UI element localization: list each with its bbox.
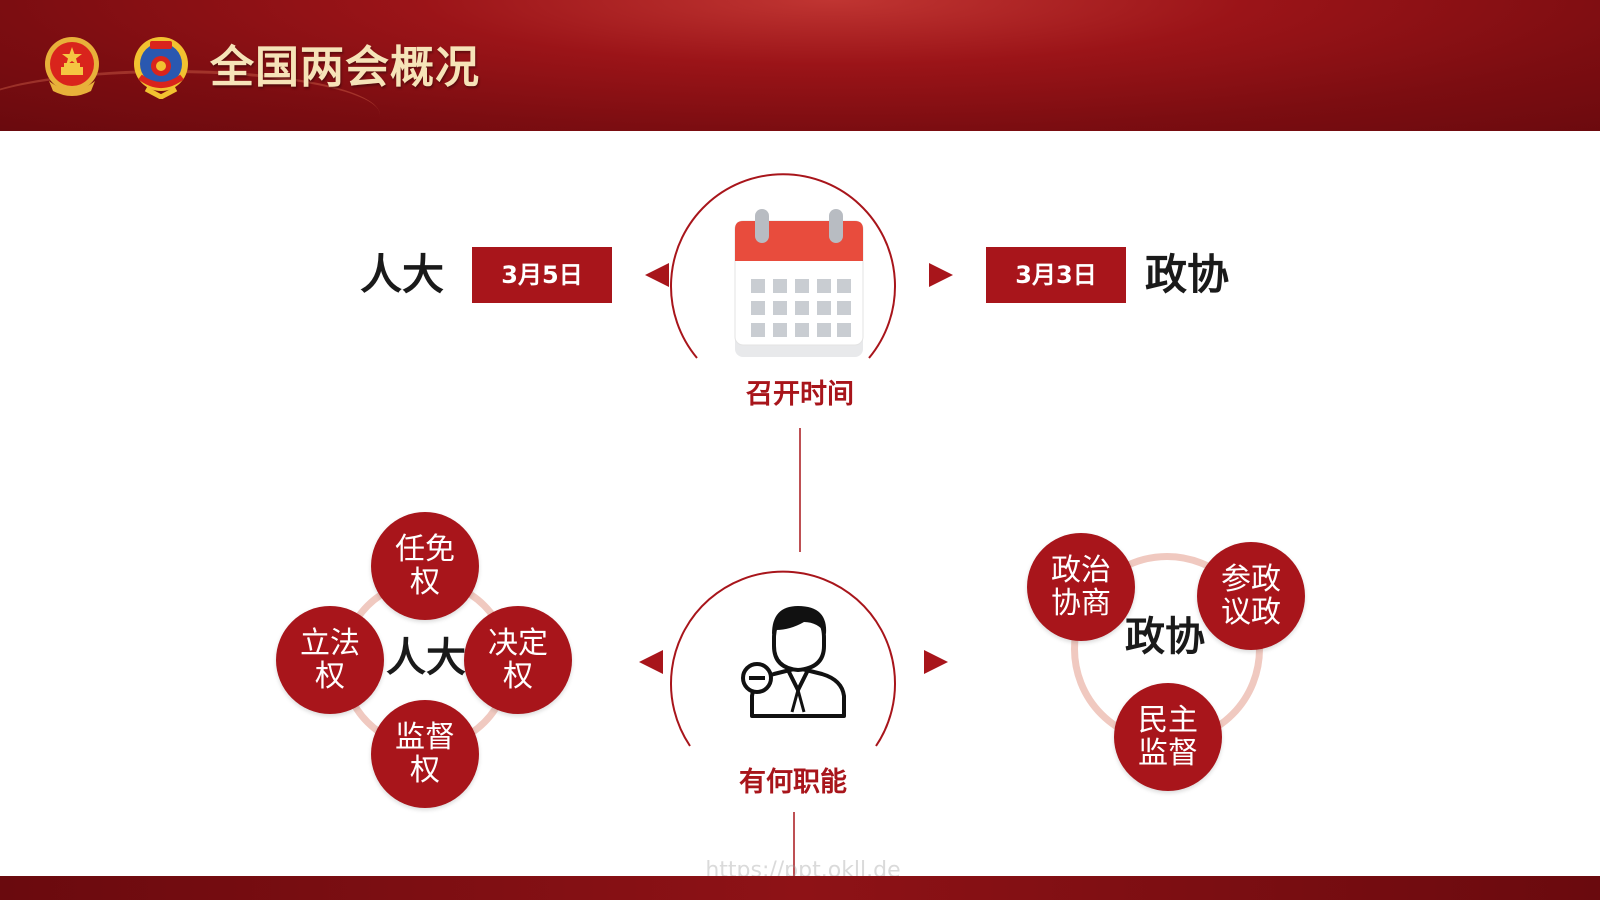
npc-label: 人大 <box>360 250 445 299</box>
power-appointment: 任免 权 <box>371 512 479 620</box>
footer-bar <box>0 876 1600 900</box>
power-supervision: 监督 权 <box>371 700 479 808</box>
national-emblem-icon <box>45 37 99 96</box>
calendar-circle-outline <box>670 173 896 359</box>
power-legislation: 立法 权 <box>276 606 384 714</box>
npc-date-badge: 3月5日 <box>472 247 612 303</box>
meeting-time-label: 召开时间 <box>746 379 854 410</box>
header-banner: 全国两会概况 <box>0 0 1600 131</box>
role-political-consultation: 政治 协商 <box>1027 533 1135 641</box>
cppcc-emblem-icon <box>134 37 188 99</box>
cppcc-roles-center-label: 政协 <box>1125 614 1205 660</box>
page-title: 全国两会概况 <box>210 42 480 93</box>
person-circle-outline <box>670 570 896 747</box>
role-democratic-supervision: 民主 监督 <box>1114 683 1222 791</box>
functions-label: 有何职能 <box>739 767 847 798</box>
role-participation: 参政 议政 <box>1197 542 1305 650</box>
npc-powers-center-label: 人大 <box>386 635 466 681</box>
cppcc-label: 政协 <box>1145 250 1230 299</box>
person-icon <box>741 606 846 718</box>
header-decoration <box>0 70 380 131</box>
cppcc-date-badge: 3月3日 <box>986 247 1126 303</box>
arrow-right-icon <box>929 263 953 287</box>
power-decision: 决定 权 <box>464 606 572 714</box>
arrow-right-icon <box>924 650 948 674</box>
arrow-left-icon <box>645 263 669 287</box>
calendar-icon <box>734 209 864 357</box>
arrow-left-icon <box>639 650 663 674</box>
